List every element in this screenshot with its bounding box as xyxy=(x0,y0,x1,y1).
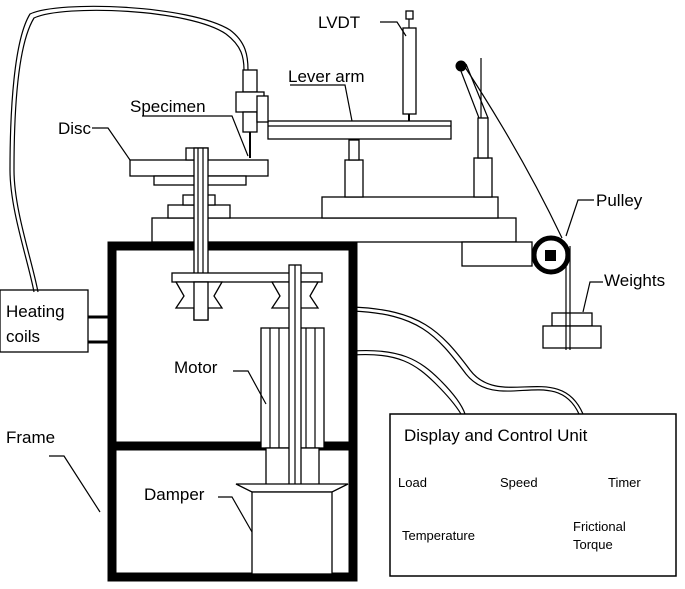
lever-arm-label: Lever arm xyxy=(288,67,365,86)
pulley-label: Pulley xyxy=(596,191,643,210)
lvdt-label: LVDT xyxy=(318,13,360,32)
frame-label: Frame xyxy=(6,428,55,447)
heating-coils-connectors xyxy=(88,315,112,344)
lever-arm xyxy=(267,120,452,140)
display-unit-title: Display and Control Unit xyxy=(404,426,588,445)
specimen-label: Specimen xyxy=(130,97,206,116)
base-plate xyxy=(151,194,533,267)
weights-label: Weights xyxy=(604,271,665,290)
heating-coils-label-line1: Heating xyxy=(6,302,65,321)
pulley-arm xyxy=(455,58,489,119)
belt-pulleys xyxy=(171,272,323,321)
readout-load: Load xyxy=(398,475,427,490)
disc-label: Disc xyxy=(58,119,92,138)
readout-timer: Timer xyxy=(608,475,641,490)
heating-wire xyxy=(9,5,249,293)
load-cable xyxy=(460,60,563,239)
leader-lines xyxy=(49,21,603,533)
damper xyxy=(235,483,349,575)
specimen-holder xyxy=(235,69,269,158)
display-control-unit xyxy=(389,413,677,577)
motor-label: Motor xyxy=(174,358,218,377)
readout-frictional-torque-line2: Torque xyxy=(573,537,613,552)
lever-support xyxy=(344,117,493,198)
readout-temperature: Temperature xyxy=(402,528,475,543)
heating-coils-label-line2: coils xyxy=(6,327,40,346)
heating-coils-box xyxy=(0,289,89,353)
motor-shaft xyxy=(288,264,302,486)
readout-speed: Speed xyxy=(500,475,538,490)
signal-cables xyxy=(352,306,584,415)
lvdt xyxy=(402,10,417,121)
readout-frictional-torque-line1: Frictional xyxy=(573,519,626,534)
weights xyxy=(542,246,602,350)
damper-label: Damper xyxy=(144,485,205,504)
pulley-wheel xyxy=(531,235,571,275)
